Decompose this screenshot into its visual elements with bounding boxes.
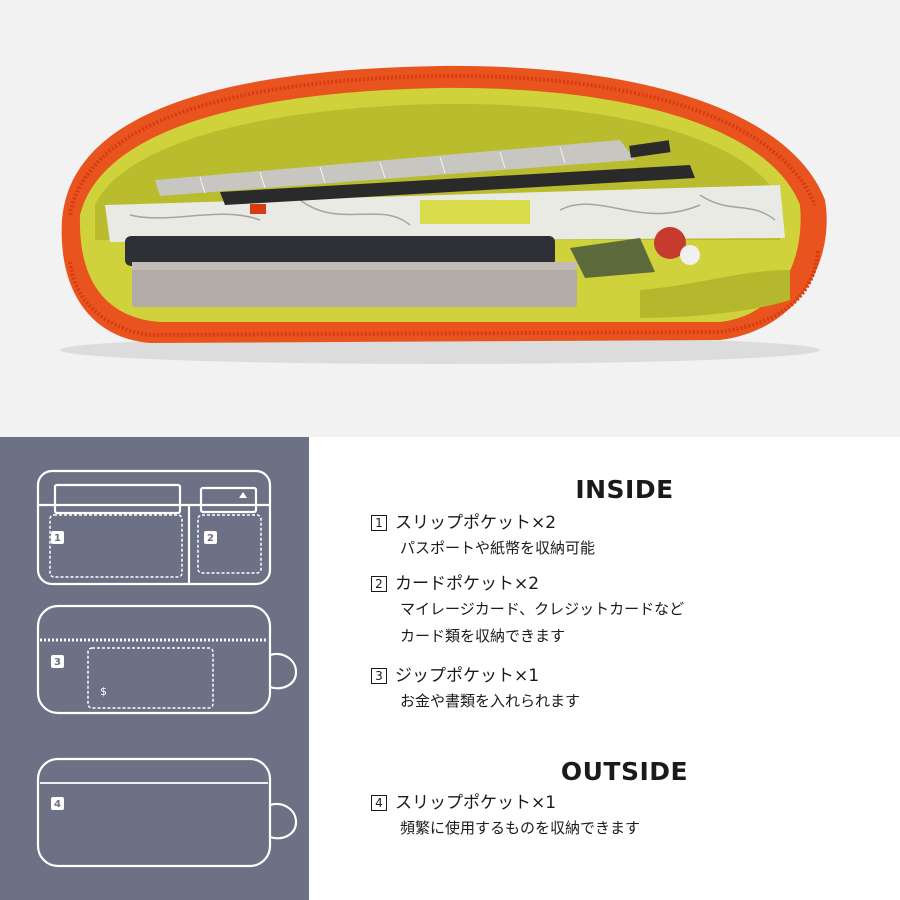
booklet (132, 262, 577, 307)
item-description: マイレージカード、クレジットカードなど (400, 600, 685, 618)
item-number-box: 1 (371, 515, 387, 531)
item-number-box: 4 (371, 795, 387, 811)
inside-item-1: 1 スリップポケット×2 パスポートや紙幣を収納可能 (371, 511, 595, 562)
product-photo (0, 0, 900, 437)
item-description: パスポートや紙幣を収納可能 (400, 539, 596, 557)
item-description: カード類を収納できます (400, 627, 566, 645)
inside-item-3: 3 ジップポケット×1 お金や書類を入れられます (371, 664, 580, 715)
diagram-label-3: 3 (54, 657, 61, 668)
diagram-label-2: 2 (207, 533, 214, 544)
diagram-label-2-badge (204, 531, 217, 544)
zipper (68, 73, 817, 216)
currency-symbol: $ (100, 685, 107, 698)
triangle-marker-icon (239, 492, 247, 498)
diagram-label-3-badge (51, 655, 64, 668)
diagram-label-4-badge (51, 797, 64, 810)
item-description: お金や書類を入れられます (400, 692, 581, 710)
pouch-illustration (0, 0, 900, 437)
item-number-box: 3 (371, 668, 387, 684)
inside-heading: INSIDE (575, 475, 674, 504)
outside-item-4: 4 スリップポケット×1 頻繁に使用するものを収納できます (371, 791, 640, 842)
diagram-label-4: 4 (54, 799, 61, 810)
item-description: 頻繁に使用するものを収納できます (400, 819, 641, 837)
card-item (570, 238, 655, 278)
inside-slip-card-pockets-diagram (36, 469, 272, 586)
item-title: カードポケット×2 (395, 574, 540, 594)
item-title: スリップポケット×1 (395, 793, 557, 813)
outside-heading: OUTSIDE (560, 757, 689, 786)
diagram-label-1-badge (51, 531, 64, 544)
diagram-label-1: 1 (54, 533, 61, 544)
item-title: ジップポケット×1 (395, 666, 540, 686)
inside-item-2: 2 カードポケット×2 マイレージカード、クレジットカードなど カード類を収納で… (371, 572, 684, 650)
item-number-box: 2 (371, 576, 387, 592)
item-title: スリップポケット×2 (395, 513, 557, 533)
pen (220, 165, 695, 205)
feature-description-panel: INSIDE 1 スリップポケット×2 パスポートや紙幣を収納可能 2 カードポ… (309, 437, 900, 900)
pocket-diagram: 1 2 3 4 $ (36, 469, 298, 868)
notebook (155, 140, 635, 196)
small-toy (654, 227, 686, 259)
pocket-diagram-panel: 1 2 3 4 $ (0, 437, 309, 900)
zip-pocket-diagram (36, 604, 298, 715)
outside-slip-pocket-diagram (36, 757, 298, 868)
smartphone (125, 236, 555, 266)
